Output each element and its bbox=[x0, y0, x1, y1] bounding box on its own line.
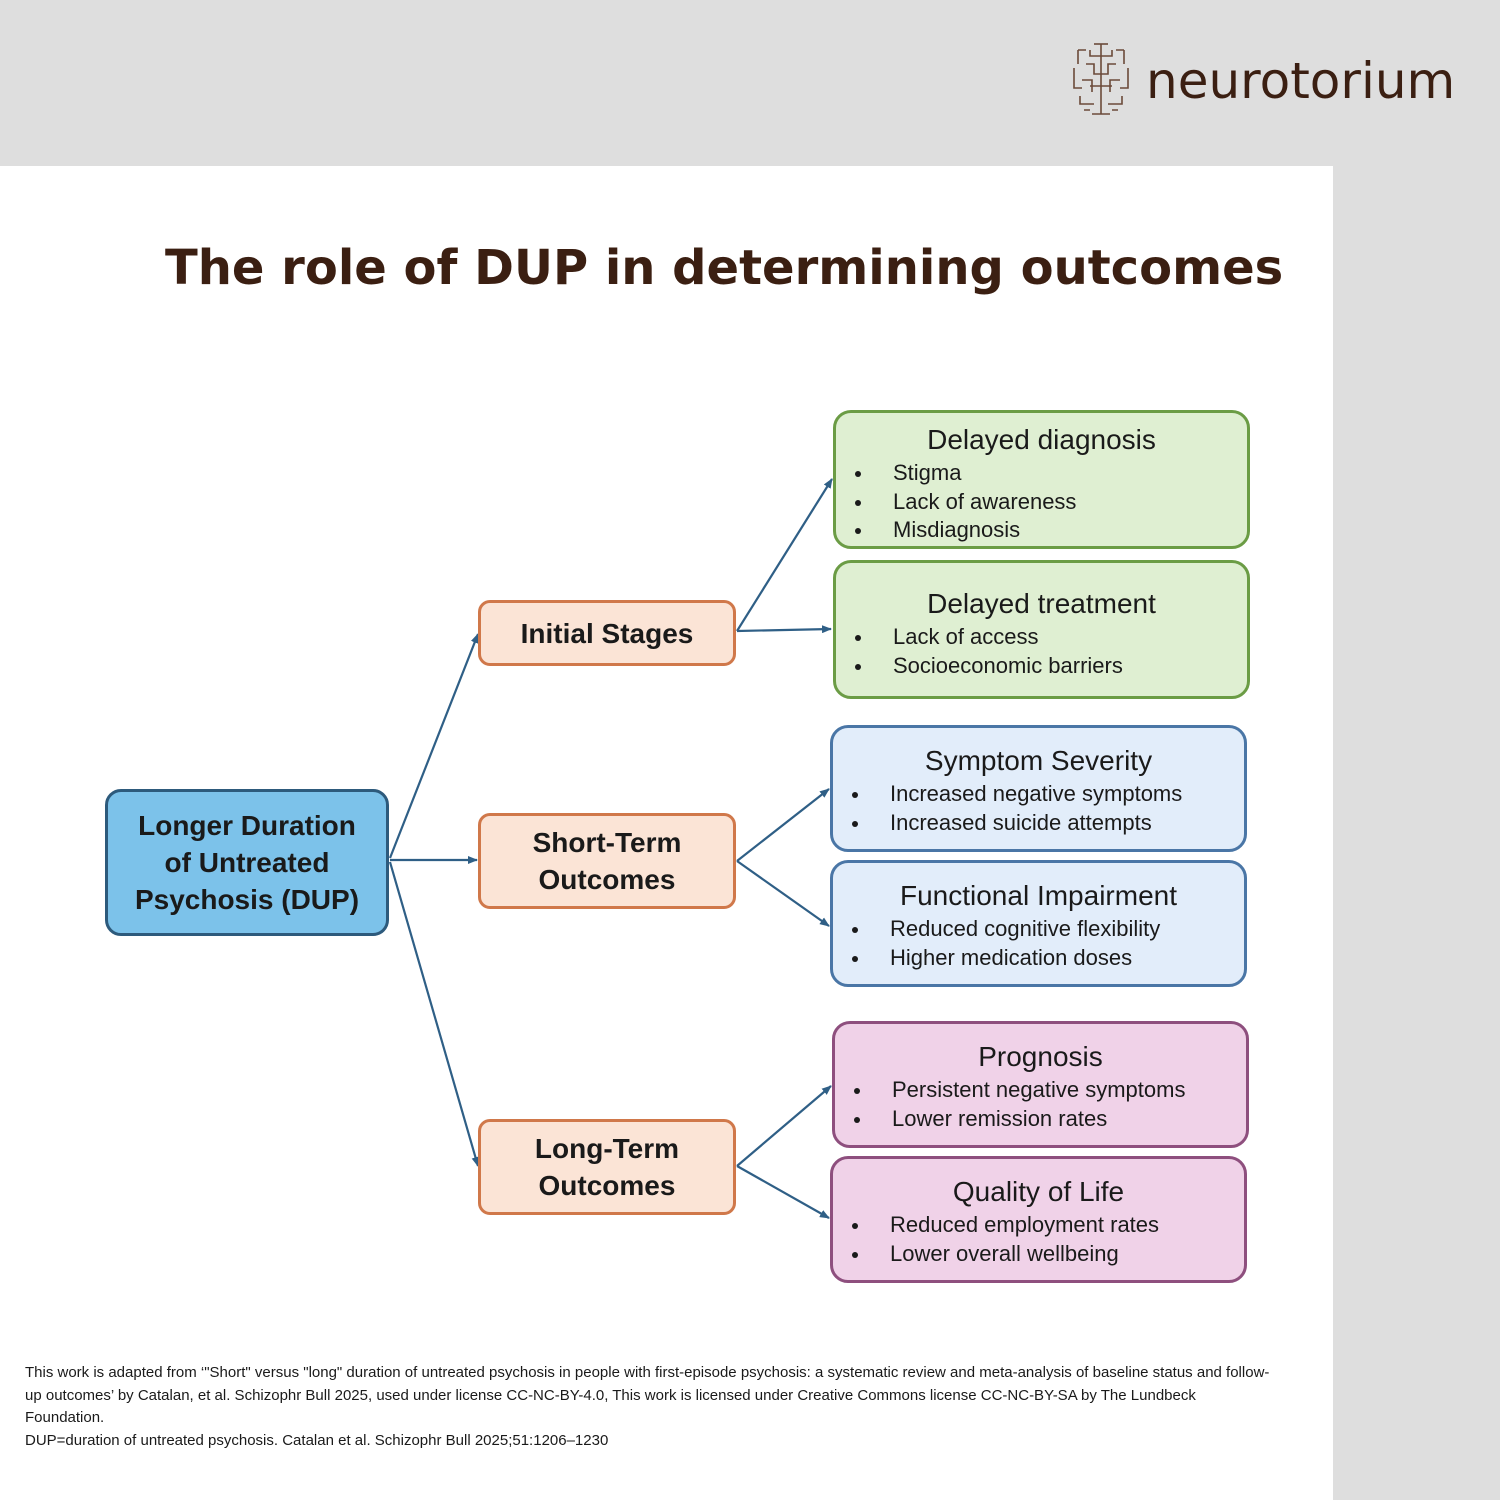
outcome-title: Delayed treatment bbox=[927, 588, 1156, 619]
outcome-item: Misdiagnosis bbox=[836, 516, 1247, 545]
attribution-text: This work is adapted from ‘"Short" versu… bbox=[25, 1364, 1270, 1426]
arrow-long-prognosis bbox=[736, 1085, 832, 1167]
stage-short-term: Short-Term Outcomes bbox=[478, 813, 736, 909]
outcome-item: Socioeconomic barriers bbox=[836, 652, 1247, 681]
outcome-item: Lower remission rates bbox=[835, 1105, 1246, 1134]
arrow-root-long bbox=[388, 861, 480, 1167]
arrow-long-quality bbox=[736, 1165, 830, 1219]
stage-label: Initial Stages bbox=[520, 617, 694, 649]
root-line: Longer Duration bbox=[138, 810, 356, 841]
outcome-item: Higher medication doses bbox=[833, 944, 1244, 973]
arrow-short-severity bbox=[736, 788, 830, 862]
outcome-delayed-diagnosis: Delayed diagnosis Stigma Lack of awarene… bbox=[833, 410, 1250, 549]
stage-initial: Initial Stages bbox=[478, 600, 736, 666]
outcome-title: Prognosis bbox=[978, 1041, 1103, 1072]
reference-text: DUP=duration of untreated psychosis. Cat… bbox=[25, 1431, 609, 1449]
stage-label: Short-Term bbox=[532, 827, 682, 858]
outcome-prognosis: Prognosis Persistent negative symptoms L… bbox=[832, 1021, 1249, 1148]
outcome-functional-impairment: Functional Impairment Reduced cognitive … bbox=[830, 860, 1247, 987]
outcome-item: Lower overall wellbeing bbox=[833, 1240, 1244, 1269]
arrow-short-impairment bbox=[736, 860, 830, 927]
outcome-item: Stigma bbox=[836, 459, 1247, 488]
stage-label: Outcomes bbox=[538, 864, 676, 895]
outcome-item: Persistent negative symptoms bbox=[835, 1076, 1246, 1105]
outcome-title: Quality of Life bbox=[952, 1176, 1125, 1207]
outcome-title: Symptom Severity bbox=[924, 745, 1153, 776]
outcome-item: Increased negative symptoms bbox=[833, 780, 1244, 809]
arrow-initial-diagnosis bbox=[736, 478, 833, 632]
brain-maze-icon bbox=[1073, 43, 1129, 115]
root-line: of Untreated bbox=[164, 847, 330, 878]
root-line: Psychosis (DUP) bbox=[134, 884, 360, 915]
outcome-quality-of-life: Quality of Life Reduced employment rates… bbox=[830, 1156, 1247, 1283]
stage-long-term: Long-Term Outcomes bbox=[478, 1119, 736, 1215]
outcome-item: Lack of access bbox=[836, 623, 1247, 652]
stage-label: Outcomes bbox=[538, 1170, 676, 1201]
outcome-item: Lack of awareness bbox=[836, 488, 1247, 517]
outcome-item: Increased suicide attempts bbox=[833, 809, 1244, 838]
outcome-title: Delayed diagnosis bbox=[927, 424, 1156, 455]
footer-notes: This work is adapted from ‘"Short" versu… bbox=[25, 1362, 1275, 1452]
arrow-root-initial bbox=[388, 633, 480, 859]
outcome-title: Functional Impairment bbox=[899, 880, 1177, 911]
dup-root-node: Longer Duration of Untreated Psychosis (… bbox=[105, 789, 389, 936]
stage-label: Long-Term bbox=[534, 1133, 680, 1164]
outcome-delayed-treatment: Delayed treatment Lack of access Socioec… bbox=[833, 560, 1250, 699]
outcome-item: Reduced cognitive flexibility bbox=[833, 915, 1244, 944]
arrow-initial-treatment bbox=[736, 625, 832, 634]
outcome-item: Reduced employment rates bbox=[833, 1211, 1244, 1240]
outcome-symptom-severity: Symptom Severity Increased negative symp… bbox=[830, 725, 1247, 852]
page-title: The role of DUP in determining outcomes bbox=[165, 240, 1284, 296]
brand-name: neurotorium bbox=[1146, 52, 1456, 110]
